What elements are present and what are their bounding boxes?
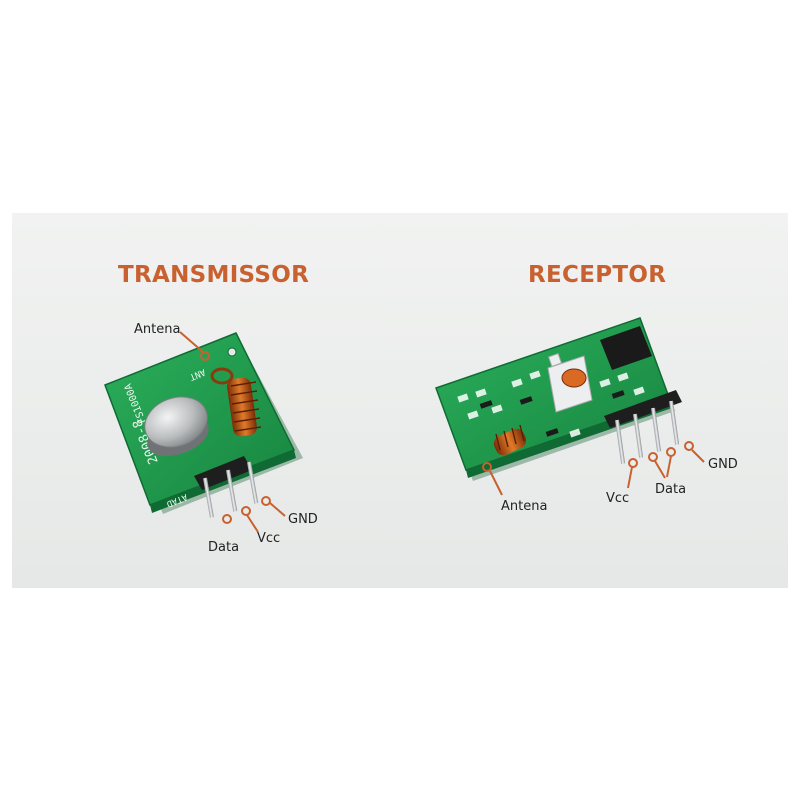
receiver-vcc-label: Vcc (606, 491, 630, 506)
transmitter-vcc-label: Vcc (257, 531, 281, 546)
crystal-can (144, 396, 208, 448)
receiver-antenna-label: Antena (501, 499, 548, 514)
receiver-ic (600, 326, 652, 370)
receiver-title: RECEPTOR (528, 262, 667, 288)
transmitter-title: TRANSMISSOR (118, 262, 310, 288)
antenna-coil (210, 367, 262, 437)
receiver-module (435, 317, 682, 481)
receiver-callouts (482, 441, 705, 496)
receiver-data-label: Data (655, 482, 687, 497)
receiver-pin-header (604, 390, 682, 428)
pin-header (194, 456, 252, 490)
transmitter-gnd-label: GND (288, 512, 318, 527)
mounting-hole (227, 347, 237, 357)
transmitter-antenna-label: Antena (134, 322, 181, 337)
transmitter-data-label: Data (208, 540, 240, 555)
receiver-gnd-label: GND (708, 457, 738, 472)
transmitter-callouts (179, 331, 286, 533)
receiver-antenna-coil (493, 424, 527, 456)
transmitter-module: FS1000A 2008-8 ANT ATAD (104, 332, 303, 518)
